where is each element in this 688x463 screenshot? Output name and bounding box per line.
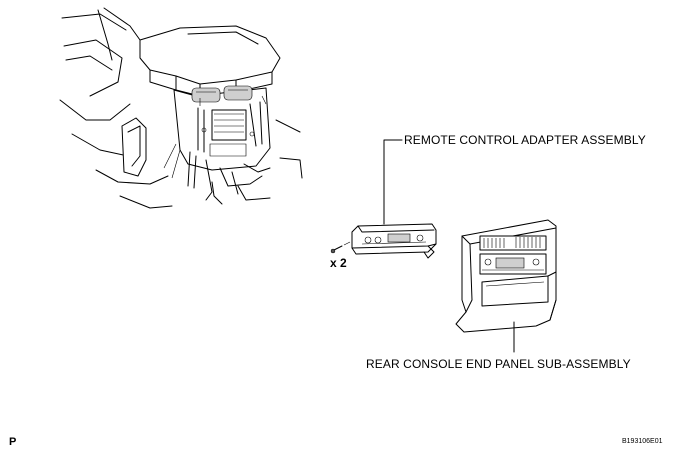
quantity-label: x 2: [330, 256, 347, 270]
leader-line-remote: [383, 139, 403, 225]
rear-console-end-panel-label: REAR CONSOLE END PANEL SUB-ASSEMBLY: [366, 357, 631, 371]
vehicle-console-illustration: [59, 7, 303, 209]
figure-code: B193106E01: [622, 438, 663, 445]
screw-icon: [330, 241, 351, 254]
remote-control-adapter-label: REMOTE CONTROL ADAPTER ASSEMBLY: [404, 133, 646, 147]
remote-control-adapter-assembly: [351, 223, 437, 259]
rear-console-end-panel: [455, 219, 557, 333]
corner-mark: P: [9, 436, 17, 448]
